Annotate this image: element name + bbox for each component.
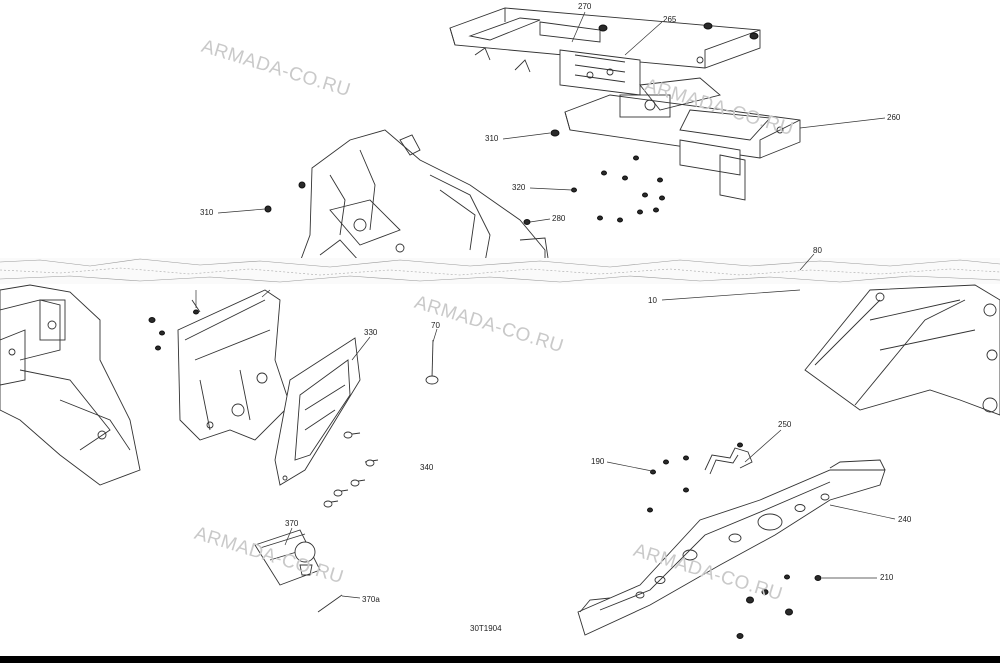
leader-lines [195,11,896,599]
nuts-210 [736,574,822,639]
callout-280: 280 [552,214,566,223]
trailer-hitch [254,529,343,613]
small-nuts-250 [647,442,743,513]
callout-340: 340 [420,463,434,472]
callout-80: 80 [813,246,822,255]
bolt-70 [425,339,439,385]
callout-310-left: 310 [200,208,214,217]
callout-265: 265 [663,15,677,24]
torn-band [0,258,1000,284]
callout-250: 250 [778,420,792,429]
nuts-top [264,22,759,225]
callout-320: 320 [512,183,526,192]
side-rail-240 [577,459,886,636]
screws-group [323,431,379,508]
callout-370: 370 [285,519,299,528]
skid-plate [274,337,361,486]
callout-260: 260 [887,113,901,122]
front-frame-left [0,284,141,486]
callout-270: 270 [578,2,592,11]
callout-370a: 370a [362,595,380,604]
front-frame-right [804,284,1000,416]
drawing-code: 30T1904 [470,624,502,633]
callout-10: 10 [648,296,657,305]
callout-210: 210 [880,573,894,582]
bracket-250 [704,447,753,475]
small-bolts-left [148,309,199,351]
rear-subframe [449,7,801,201]
front-bracket [177,289,291,441]
callout-70: 70 [431,321,440,330]
callout-240: 240 [898,515,912,524]
callout-330: 330 [364,328,378,337]
callout-310-top: 310 [485,134,499,143]
callout-190: 190 [591,457,605,466]
main-frame-top [299,129,549,263]
bottom-border-bar [0,656,1000,663]
